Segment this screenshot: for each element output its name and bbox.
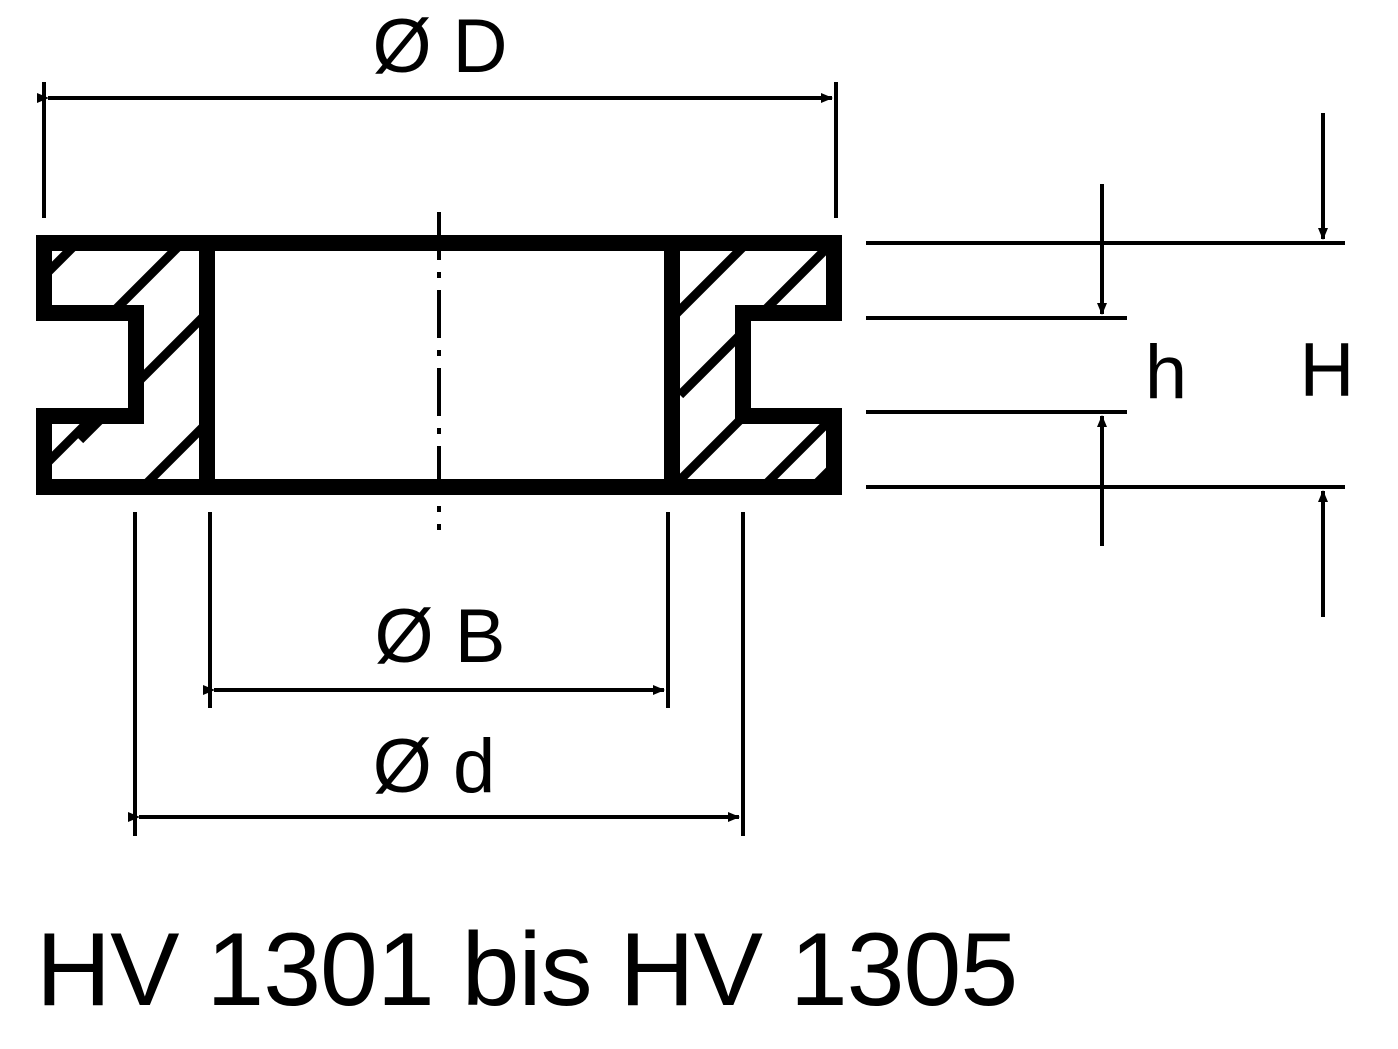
mounting-diameter-label: Ø d (373, 724, 496, 809)
height-extension-lines (866, 241, 1345, 489)
bore-diameter-label: Ø B (375, 594, 506, 679)
groove-height-label: h (1145, 330, 1187, 415)
dimension-mounting-diameter (128, 512, 745, 836)
dimension-bore-diameter (203, 512, 670, 708)
outer-diameter-label: Ø D (372, 4, 507, 89)
model-range-caption: HV 1301 bis HV 1305 (36, 912, 1018, 1028)
section-outline (36, 235, 842, 495)
dimension-outer-diameter (37, 82, 838, 218)
total-height-label: H (1300, 328, 1355, 413)
